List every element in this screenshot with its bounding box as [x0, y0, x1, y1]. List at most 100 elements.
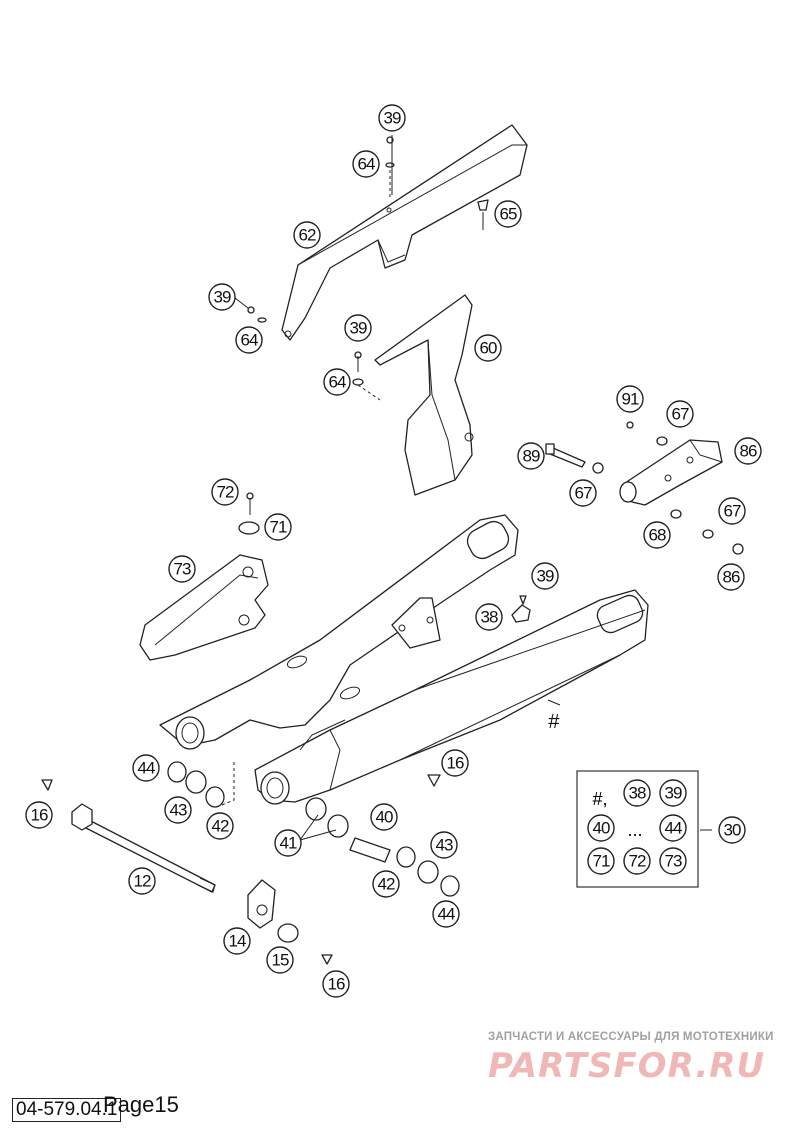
- svg-text:39: 39: [665, 784, 682, 803]
- kit-38: 38: [623, 779, 651, 807]
- watermark-tagline: ЗАПЧАСТИ И АКСЕССУАРЫ ДЛЯ МОТОТЕХНИКИ: [488, 1031, 774, 1043]
- svg-text:39: 39: [537, 567, 554, 586]
- svg-text:64: 64: [358, 155, 375, 174]
- pivot-axle: [71, 803, 216, 893]
- callout-60: 60: [474, 334, 502, 362]
- svg-text:64: 64: [241, 331, 258, 350]
- svg-text:44: 44: [665, 819, 682, 838]
- swingarm-marker: #: [548, 711, 560, 733]
- callout-65: 65: [494, 200, 522, 228]
- svg-text:71: 71: [593, 852, 610, 871]
- swingarm: [159, 514, 649, 805]
- callout-14: 14: [223, 927, 251, 955]
- svg-text:12: 12: [134, 872, 151, 891]
- callout-86-b: 86: [717, 563, 745, 591]
- watermark-logo: PARTSFOR.RU: [488, 1046, 766, 1086]
- chain-guide-clip: [511, 604, 531, 623]
- leader-lines: [221, 135, 712, 841]
- callout-68: 68: [643, 521, 671, 549]
- callout-86-a: 86: [734, 437, 762, 465]
- kit-72: 72: [623, 847, 651, 875]
- callout-64-b: 64: [235, 326, 263, 354]
- kit-39: 39: [659, 779, 687, 807]
- bushings-left: [167, 761, 225, 808]
- svg-text:39: 39: [350, 319, 367, 338]
- callout-43-a: 43: [164, 796, 192, 824]
- page-label: Page15: [103, 1092, 179, 1117]
- kit-71: 71: [587, 847, 615, 875]
- svg-text:41: 41: [280, 834, 297, 853]
- svg-text:68: 68: [649, 526, 666, 545]
- callout-39-d: 39: [531, 562, 559, 590]
- svg-text:67: 67: [724, 502, 741, 521]
- svg-text:65: 65: [500, 205, 517, 224]
- svg-text:38: 38: [629, 784, 646, 803]
- callout-64-a: 64: [352, 150, 380, 178]
- svg-text:16: 16: [447, 754, 464, 773]
- svg-text:39: 39: [384, 109, 401, 128]
- bolt-89: [545, 443, 604, 474]
- callout-40-a: 40: [370, 803, 398, 831]
- chain-adjuster-plate: [247, 879, 276, 929]
- kit-hash: #,: [592, 789, 607, 809]
- svg-text:16: 16: [328, 975, 345, 994]
- callout-15: 15: [266, 946, 294, 974]
- washer-71: [238, 521, 260, 535]
- callout-39-b: 39: [208, 283, 236, 311]
- svg-text:40: 40: [593, 819, 610, 838]
- svg-text:60: 60: [480, 339, 497, 358]
- svg-text:67: 67: [672, 405, 689, 424]
- callout-89: 89: [517, 442, 545, 470]
- svg-text:30: 30: [724, 821, 741, 840]
- callout-16-a: 16: [441, 749, 469, 777]
- caps-16: [41, 199, 489, 965]
- svg-text:64: 64: [329, 373, 346, 392]
- callout-42-b: 42: [372, 870, 400, 898]
- callout-71: 71: [264, 513, 292, 541]
- svg-text:38: 38: [481, 608, 498, 627]
- svg-text:42: 42: [212, 817, 229, 836]
- small-fasteners: [246, 136, 744, 605]
- svg-text:86: 86: [740, 442, 757, 461]
- svg-text:44: 44: [138, 759, 155, 778]
- svg-text:62: 62: [299, 226, 316, 245]
- svg-text:42: 42: [378, 875, 395, 894]
- svg-text:15: 15: [272, 951, 289, 970]
- svg-text:86: 86: [723, 568, 740, 587]
- kit-frame: [576, 770, 699, 888]
- callout-12: 12: [128, 867, 156, 895]
- svg-text:73: 73: [665, 852, 682, 871]
- bushings-right: [305, 797, 460, 897]
- svg-text:89: 89: [523, 447, 540, 466]
- svg-text:43: 43: [436, 836, 453, 855]
- kit-44: 44: [659, 814, 687, 842]
- callout-42-a: 42: [206, 812, 234, 840]
- callout-64-c: 64: [323, 368, 351, 396]
- svg-text:44: 44: [438, 905, 455, 924]
- svg-text:16: 16: [31, 806, 48, 825]
- svg-text:39: 39: [214, 288, 231, 307]
- callout-73: 73: [168, 555, 196, 583]
- callout-16-b: 16: [25, 801, 53, 829]
- svg-text:72: 72: [217, 483, 234, 502]
- callout-67-b: 67: [569, 479, 597, 507]
- callout-44-a: 44: [132, 754, 160, 782]
- svg-text:67: 67: [575, 484, 592, 503]
- callout-67-c: 67: [718, 497, 746, 525]
- kit-73: 73: [659, 847, 687, 875]
- callout-16-c: 16: [322, 970, 350, 998]
- svg-text:71: 71: [270, 518, 287, 537]
- svg-text:40: 40: [376, 808, 393, 827]
- callout-39-a: 39: [378, 104, 406, 132]
- document-code: 04-579.04.1: [12, 1098, 122, 1122]
- callout-44-b: 44: [432, 900, 460, 928]
- callout-72: 72: [211, 478, 239, 506]
- kit-40: 40: [587, 814, 615, 842]
- svg-text:14: 14: [229, 932, 246, 951]
- callout-43-b: 43: [430, 831, 458, 859]
- callout-41: 41: [274, 829, 302, 857]
- callout-39-c: 39: [344, 314, 372, 342]
- svg-text:91: 91: [622, 390, 639, 409]
- chain-guide: [619, 439, 723, 506]
